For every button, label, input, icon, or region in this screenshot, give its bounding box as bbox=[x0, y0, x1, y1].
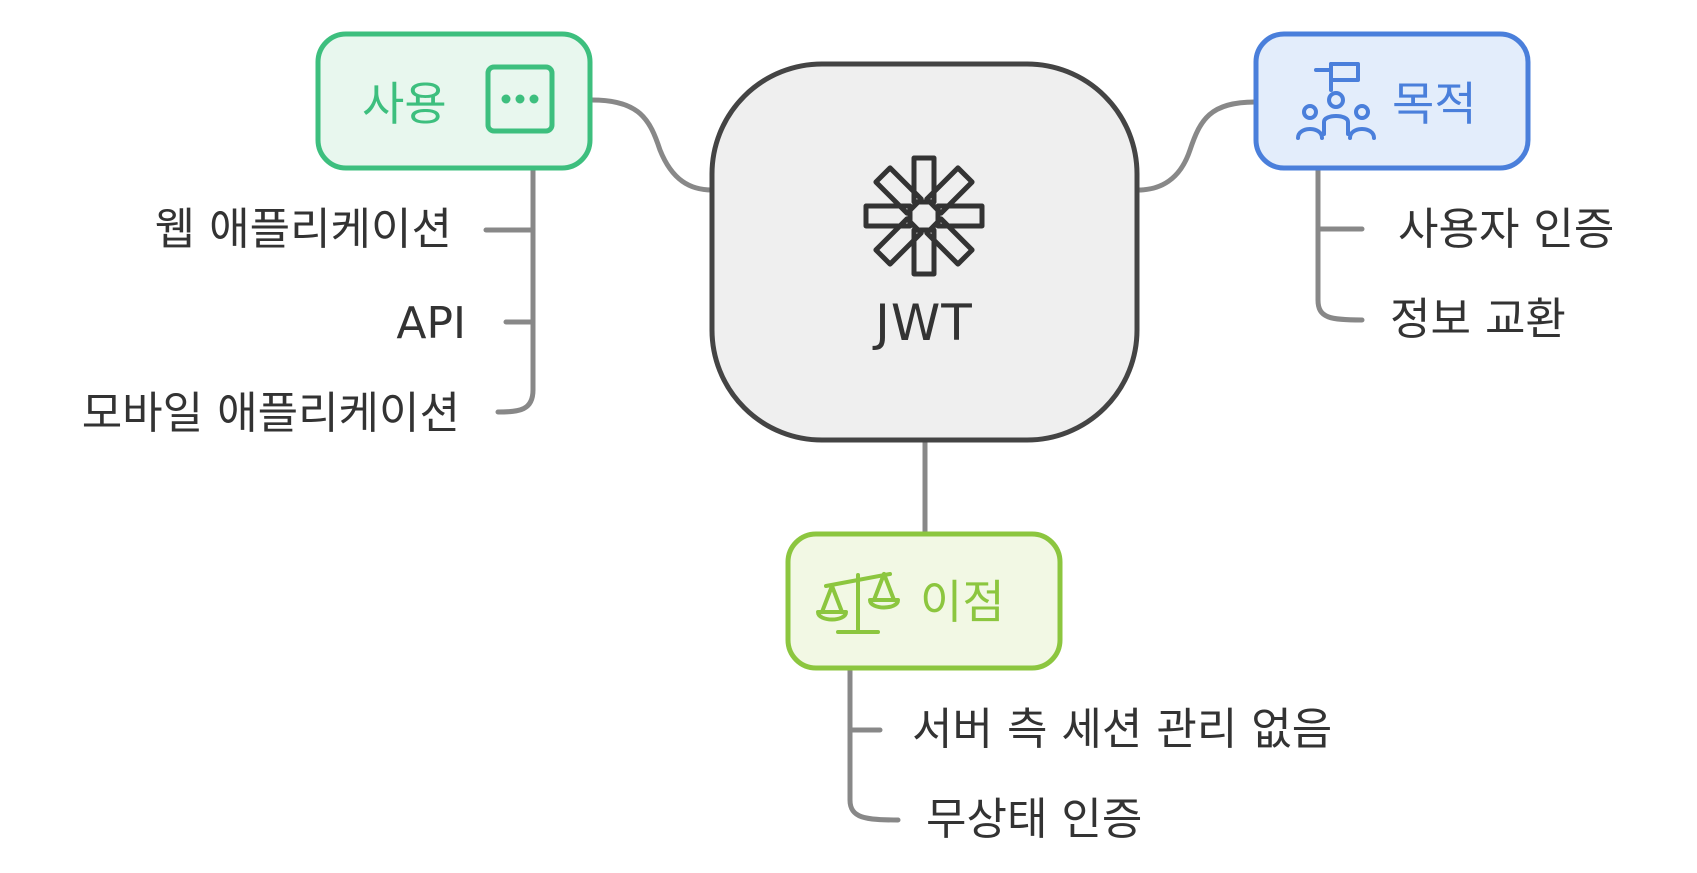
center-label: JWT bbox=[872, 294, 973, 352]
center-node-box bbox=[709, 61, 1140, 443]
purpose-item-exchange: 정보 교환 bbox=[1390, 294, 1566, 345]
connector-purpose-center bbox=[1135, 99, 1258, 193]
purpose-item-auth: 사용자 인증 bbox=[1398, 204, 1614, 255]
benefits-item-no-session: 서버 측 세션 관리 없음 bbox=[912, 704, 1332, 755]
benefits-node: 이점 bbox=[785, 531, 1063, 671]
benefits-node-box bbox=[785, 531, 1063, 671]
team-flag-icon bbox=[1296, 62, 1376, 140]
usage-title: 사용 bbox=[362, 77, 447, 131]
benefits-title: 이점 bbox=[920, 575, 1005, 629]
usage-node: 사용 bbox=[315, 31, 593, 171]
usage-node-box bbox=[315, 31, 593, 171]
benefits-item-stateless: 무상태 인증 bbox=[926, 794, 1142, 845]
purpose-title: 목적 bbox=[1392, 77, 1477, 131]
usage-trunk bbox=[495, 167, 536, 415]
connectors bbox=[483, 97, 1365, 823]
benefits-trunk bbox=[847, 665, 901, 823]
usage-item-api: API bbox=[396, 298, 466, 349]
balance-scale-icon bbox=[816, 572, 900, 634]
purpose-trunk bbox=[1315, 167, 1365, 323]
connector-usage-center bbox=[589, 97, 715, 193]
purpose-node: 목적 bbox=[1253, 31, 1531, 171]
asterisk-icon bbox=[863, 155, 985, 277]
usage-item-web: 웹 애플리케이션 bbox=[155, 204, 452, 255]
usage-item-mobile: 모바일 애플리케이션 bbox=[82, 388, 460, 439]
ellipsis-square-icon bbox=[485, 64, 555, 134]
center-node: JWT bbox=[709, 61, 1140, 443]
